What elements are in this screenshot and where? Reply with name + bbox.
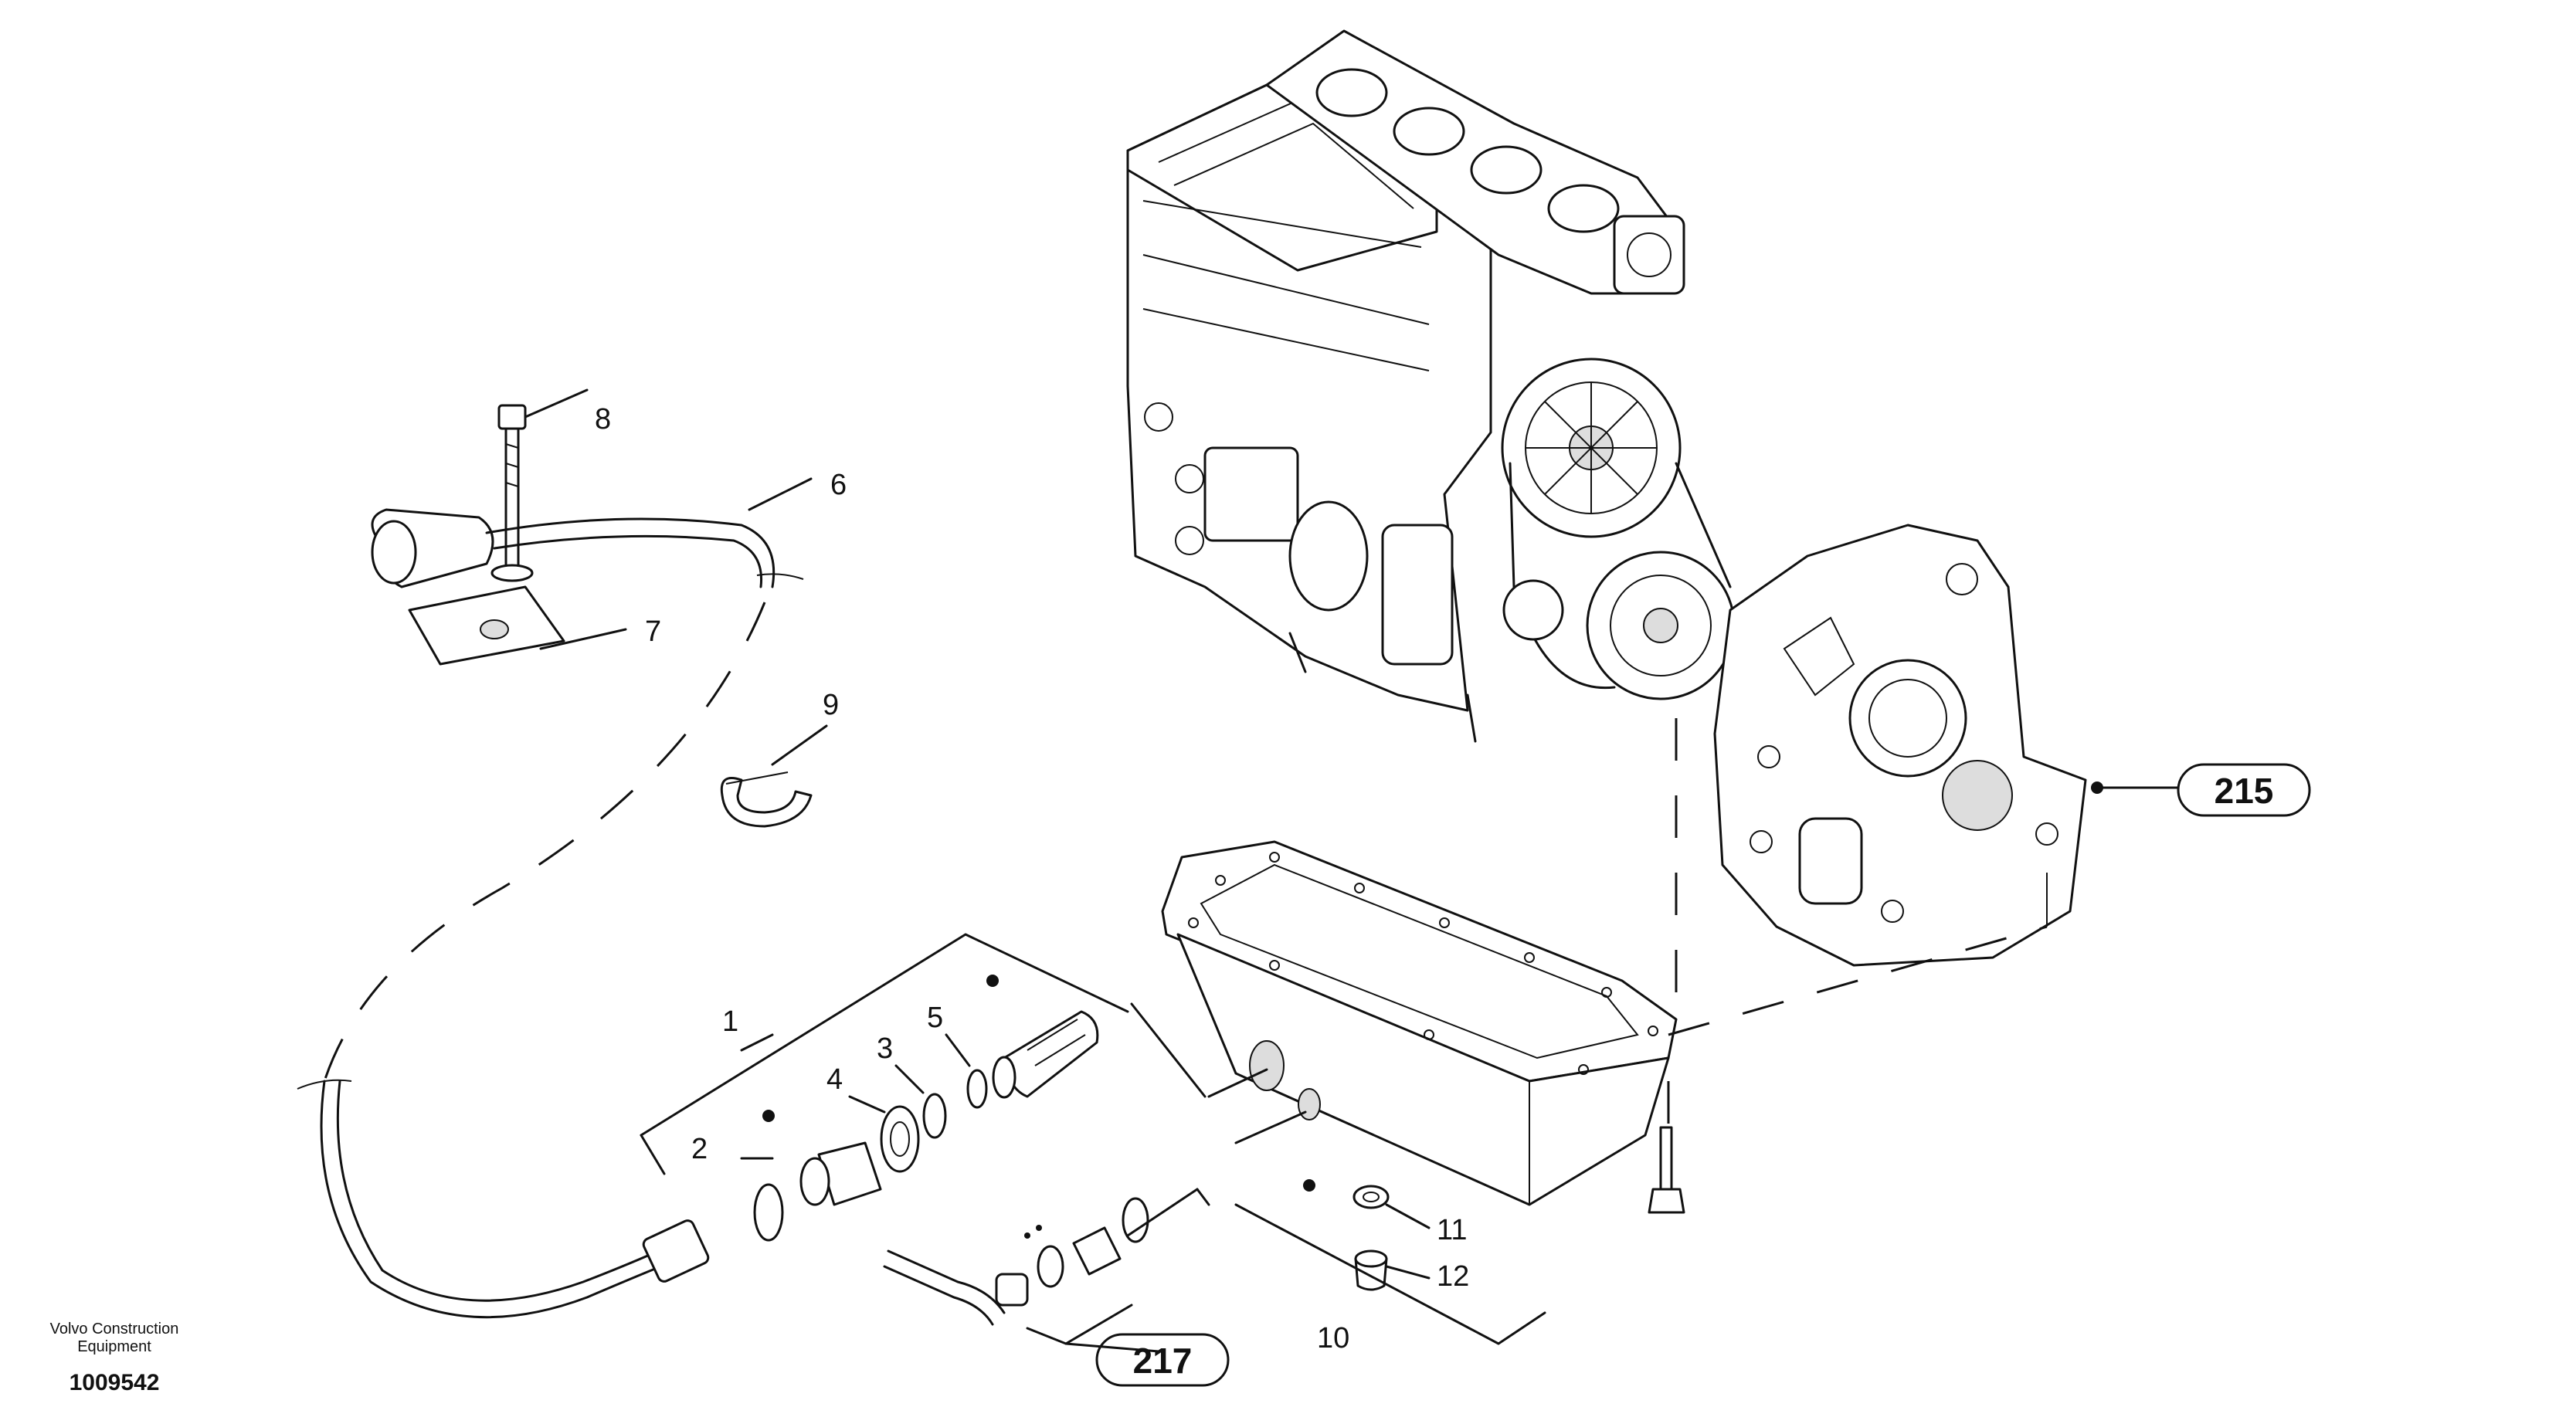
footer: Volvo Construction Equipment 1009542 — [50, 1321, 179, 1395]
leader-lines — [524, 388, 2180, 1280]
callout-8: 8 — [595, 403, 611, 436]
callout-9: 9 — [823, 689, 839, 721]
brand-line-1: Volvo Construction — [50, 1321, 179, 1337]
hose — [297, 517, 804, 1319]
callout-11: 11 — [1437, 1214, 1467, 1246]
drain-plug-seals — [1234, 1185, 1546, 1345]
callout-10: 10 — [1317, 1322, 1349, 1354]
callouts: 1 2 3 4 5 6 7 8 9 10 11 12 — [595, 403, 1469, 1354]
callout-1: 1 — [722, 1005, 738, 1038]
callout-12: 12 — [1437, 1260, 1469, 1293]
brand-line-2: Equipment — [77, 1338, 151, 1355]
reference-215[interactable]: 215 — [2177, 763, 2311, 817]
hose-fitting-kit — [883, 1188, 1210, 1353]
oil-sump-pan — [1161, 840, 1685, 1214]
reference-217-label: 217 — [1133, 1341, 1193, 1381]
reference-217[interactable]: 217 — [1095, 1333, 1230, 1387]
reference-215-label: 215 — [2215, 771, 2274, 811]
callout-7: 7 — [645, 615, 661, 648]
hose-clip — [720, 771, 813, 828]
document-number: 1009542 — [70, 1370, 160, 1395]
gear-case-cover — [1713, 524, 2087, 967]
oil-level-sender — [371, 404, 565, 666]
callout-2: 2 — [691, 1133, 708, 1165]
callout-6: 6 — [830, 469, 847, 501]
callout-3: 3 — [877, 1032, 893, 1065]
callout-5: 5 — [927, 1002, 943, 1034]
callout-4: 4 — [826, 1063, 843, 1096]
assembly-lines — [1667, 718, 2048, 1127]
engine-block — [1126, 29, 1736, 743]
drain-valve-kit — [640, 933, 1315, 1242]
